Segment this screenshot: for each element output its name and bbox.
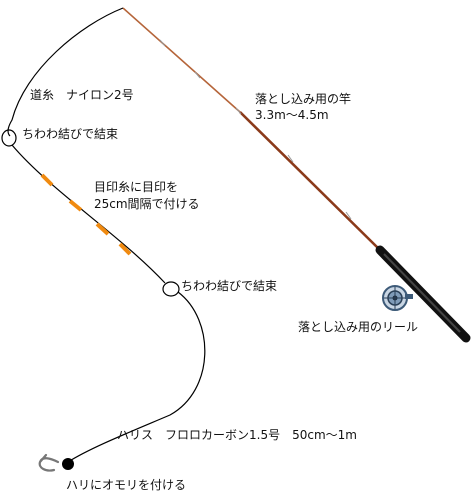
main-line <box>7 7 124 137</box>
marker-2 <box>68 199 83 212</box>
label-knot-upper: ちわわ結びで結束 <box>22 127 119 141</box>
marker-line <box>11 144 166 284</box>
leader-line <box>67 291 206 463</box>
rod-mid-section <box>239 111 381 251</box>
label-hook: ハリにオモリを付ける <box>66 478 187 492</box>
label-rod-name: 落とし込み用の竿 <box>255 92 352 106</box>
knot-lower-loop <box>162 281 180 297</box>
marker-4 <box>118 242 132 256</box>
fishing-rod <box>122 7 471 343</box>
label-reel: 落とし込み用のリール <box>298 320 419 334</box>
rod-guides <box>159 39 352 220</box>
line-markers <box>40 173 132 256</box>
rod-grip-highlight <box>383 253 461 333</box>
marker-1 <box>40 173 54 187</box>
label-main-line: 道糸 ナイロン2号 <box>30 88 134 102</box>
label-marker-line2: 25cm間隔で付ける <box>94 197 200 211</box>
label-knot-lower: ちわわ結びで結束 <box>181 279 278 293</box>
knot-upper-loop <box>1 129 17 147</box>
hook-icon <box>38 453 60 472</box>
marker-3 <box>95 222 110 236</box>
reel-icon <box>382 285 413 311</box>
label-rod-length: 3.3m〜4.5m <box>255 108 329 122</box>
label-leader: ハリス フロロカーボン1.5号 50cm〜1m <box>117 428 357 442</box>
rod-tip-section <box>122 7 241 113</box>
label-marker-line1: 目印糸に目印を <box>94 180 179 194</box>
sinker-icon <box>62 458 74 470</box>
